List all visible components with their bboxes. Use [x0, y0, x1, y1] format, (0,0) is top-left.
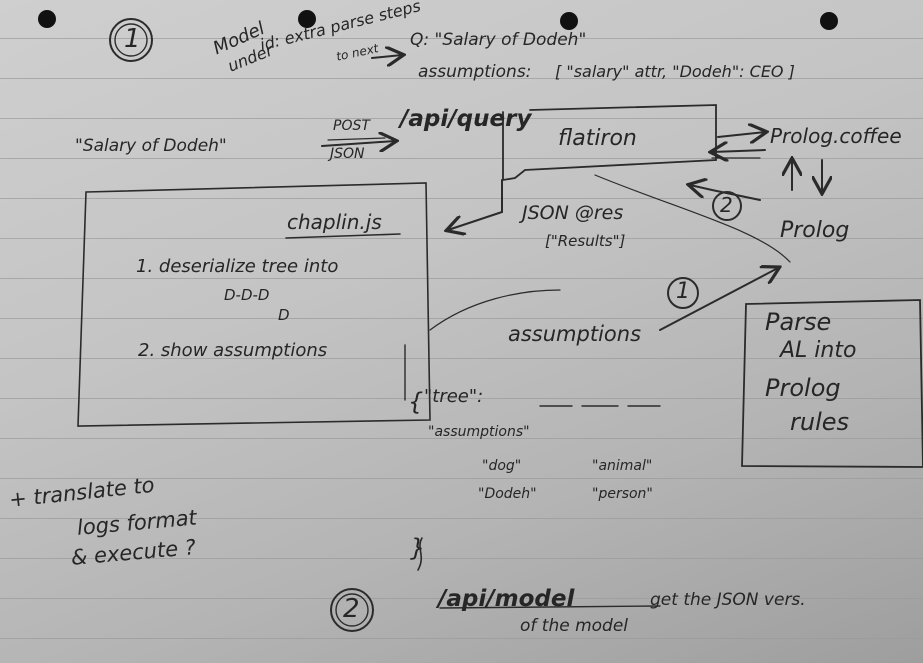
step-circle-2-small	[712, 191, 742, 221]
tree-glyph: D-D-D	[224, 286, 270, 304]
curve-flatiron-to-prolog	[594, 174, 791, 263]
prolog-coffee-label: Prolog.coffee	[770, 124, 902, 148]
client-box	[77, 182, 431, 427]
json-res-label: JSON @res	[522, 202, 624, 224]
binder-hole	[560, 12, 578, 30]
json-dodeh-value: "person"	[592, 486, 653, 502]
prolog-to-flatiron-arrow	[690, 185, 761, 201]
curve-assumptions	[429, 289, 561, 331]
assumptions-label-main: assumptions	[508, 322, 642, 346]
binder-hole	[298, 10, 316, 28]
assumptions-label: assumptions:	[418, 62, 532, 82]
assumptions-value: [ "salary" attr, "Dodeh": CEO ]	[555, 62, 795, 81]
json-label: JSON	[330, 146, 365, 162]
header-arrow	[371, 55, 402, 58]
to-prolog-coffee-arrow	[717, 132, 765, 137]
json-tree-key: "tree":	[424, 386, 484, 407]
client-step-1: 1. deserialize tree into	[136, 256, 339, 277]
binder-hole	[820, 12, 838, 30]
query-text: "Salary of Dodeh"	[75, 136, 227, 156]
json-open-brace: {	[408, 388, 424, 416]
json-close-brace: }	[410, 534, 426, 562]
json-dodeh-key: "Dodeh"	[478, 486, 537, 502]
from-prolog-coffee-arrow	[712, 150, 766, 152]
parse-line: Parse	[765, 308, 832, 336]
parse-line: rules	[790, 408, 850, 436]
json-dog-key: "dog"	[482, 458, 522, 474]
step-circle-1	[109, 18, 153, 62]
step-number: 1	[124, 24, 141, 54]
json-dog-value: "animal"	[592, 458, 653, 474]
step-number: 1	[676, 279, 690, 304]
tree-glyph-child: D	[278, 306, 290, 324]
client-step-2: 2. show assumptions	[138, 340, 328, 361]
json-response-arrow	[448, 179, 503, 230]
post-arrow	[321, 141, 395, 146]
api-model-description-2: of the model	[520, 616, 629, 636]
api-model-endpoint: /api/model	[438, 586, 575, 612]
query-note: Q: "Salary of Dodeh"	[410, 30, 587, 50]
step-circle-1-small	[667, 277, 699, 309]
flatiron-label: flatiron	[558, 126, 637, 151]
prolog-label: Prolog	[780, 218, 850, 243]
step-number: 2	[343, 594, 360, 624]
post-label: POST	[333, 118, 370, 134]
assumptions-to-prolog-arrow	[659, 268, 778, 331]
json-assumptions-key: "assumptions"	[428, 424, 530, 440]
parse-line: Prolog	[765, 374, 841, 402]
step-number: 2	[720, 193, 733, 217]
step-circle-2-bottom	[330, 588, 374, 632]
parse-box	[741, 299, 923, 468]
json-res-sub: ["Results"]	[545, 232, 626, 250]
binder-hole	[38, 10, 56, 28]
api-model-description: get the JSON vers.	[650, 590, 806, 610]
chaplin-title: chaplin.js	[287, 210, 382, 234]
parse-line: AL into	[780, 338, 857, 363]
api-query-endpoint: /api/query	[400, 106, 532, 132]
